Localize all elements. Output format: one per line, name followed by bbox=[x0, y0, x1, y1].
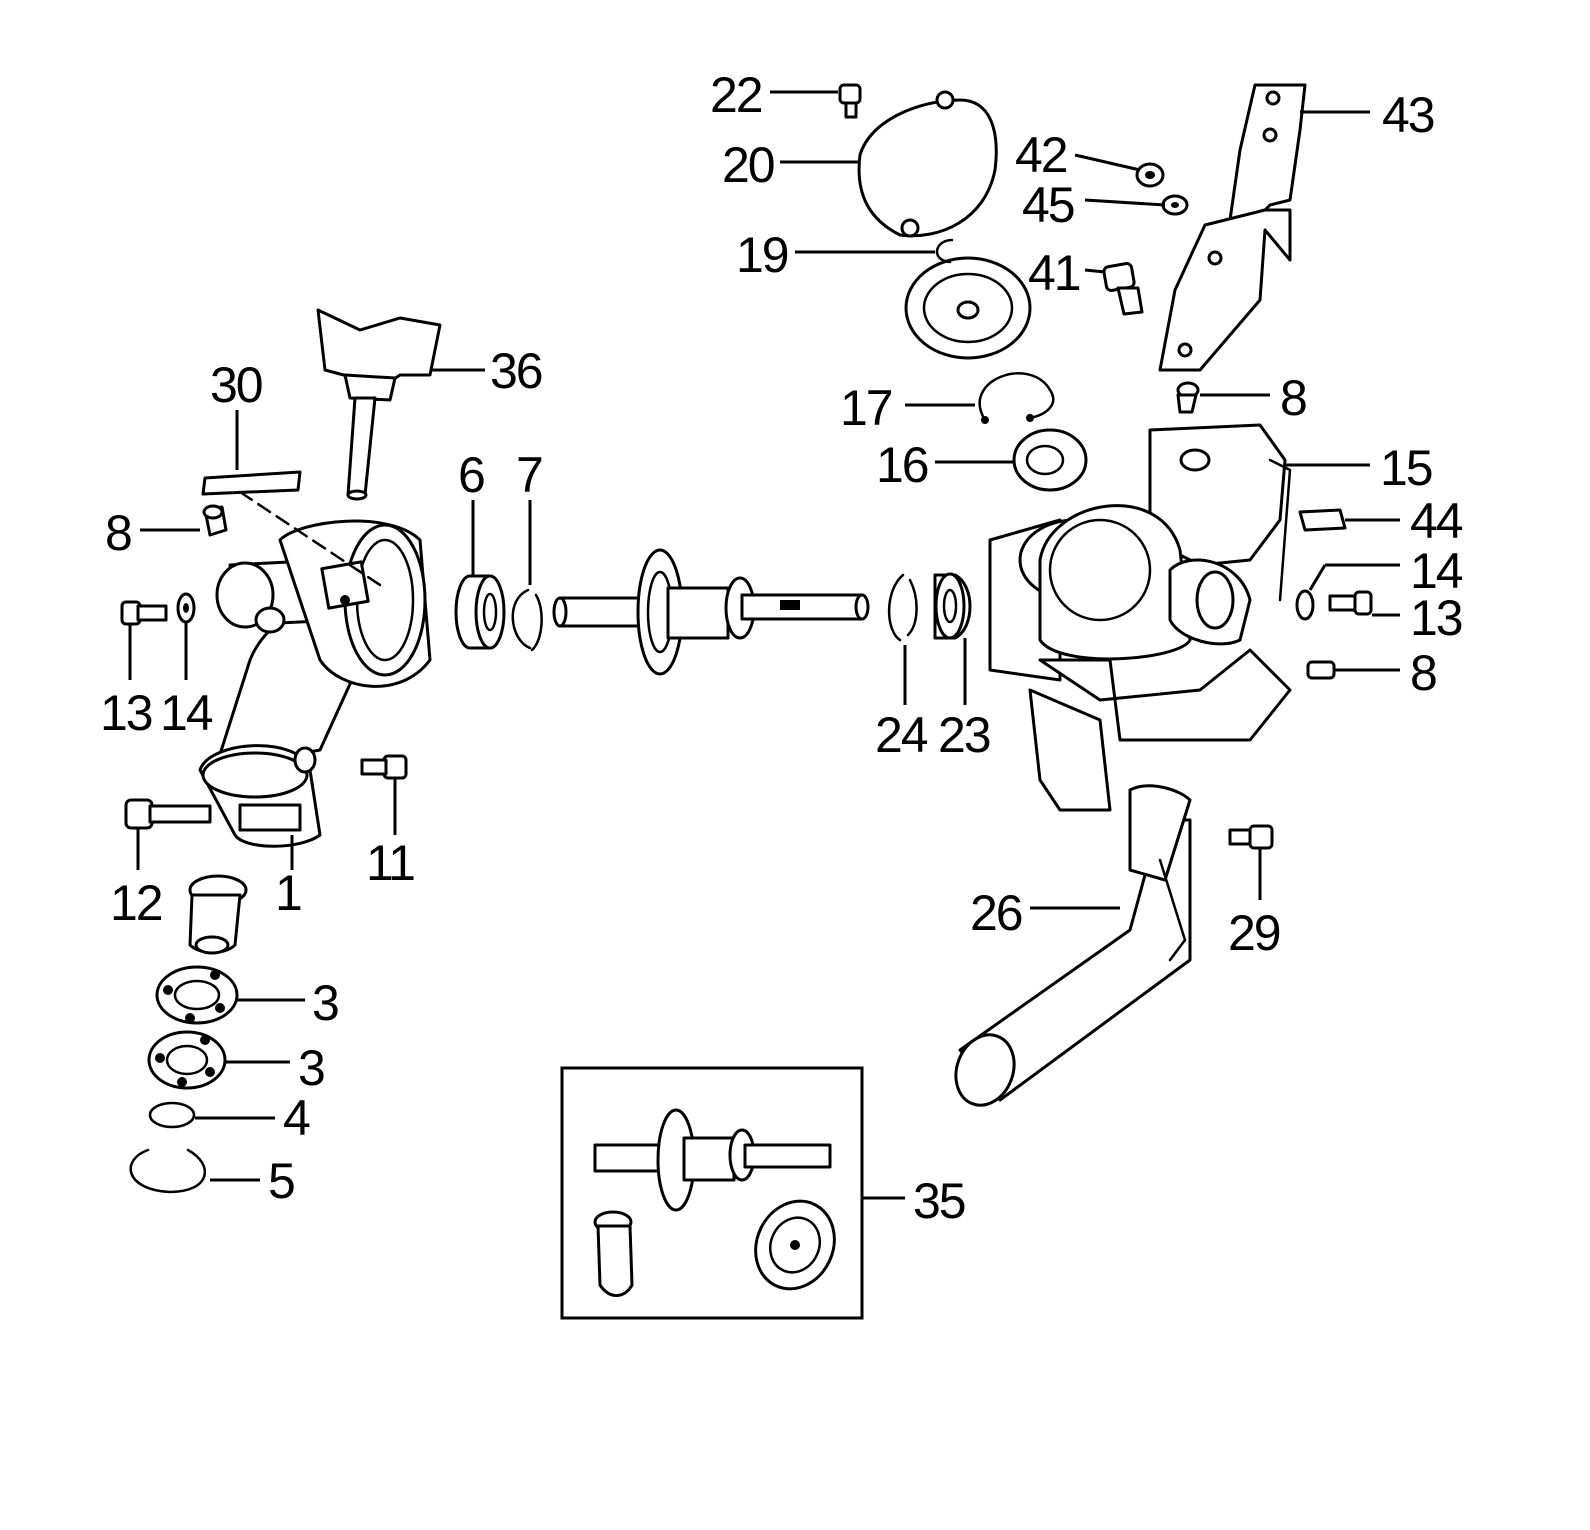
bearing-6 bbox=[454, 574, 506, 650]
callout-14-left: 14 bbox=[160, 685, 213, 741]
callout-3-lower: 3 bbox=[298, 1040, 324, 1096]
screw-29 bbox=[1228, 824, 1274, 850]
circlip-7 bbox=[511, 588, 543, 652]
shaft-main bbox=[552, 548, 870, 676]
callout-35: 35 bbox=[913, 1173, 965, 1229]
callout-12: 12 bbox=[110, 875, 162, 931]
spindle-lower bbox=[188, 874, 248, 955]
bearing-23 bbox=[933, 572, 972, 640]
screw-11 bbox=[360, 754, 408, 780]
handle-26 bbox=[954, 784, 1192, 1107]
callout-20: 20 bbox=[722, 137, 774, 193]
callout-36: 36 bbox=[490, 343, 542, 399]
callout-8-left: 8 bbox=[105, 505, 131, 561]
callout-26: 26 bbox=[970, 885, 1022, 941]
callout-30: 30 bbox=[210, 357, 262, 413]
callout-7: 7 bbox=[516, 447, 542, 503]
callout-13-left: 13 bbox=[100, 685, 152, 741]
bearing-3-upper bbox=[155, 965, 239, 1025]
callout-8-top: 8 bbox=[1280, 370, 1306, 426]
label-plate-30 bbox=[201, 470, 382, 587]
grease-nipple-8-left bbox=[202, 504, 228, 537]
key-44 bbox=[1298, 508, 1347, 532]
circlip-5 bbox=[129, 1148, 207, 1194]
callout-29: 29 bbox=[1228, 905, 1280, 961]
circlip-24 bbox=[887, 573, 918, 642]
kit-box-35 bbox=[560, 1066, 864, 1320]
callout-44: 44 bbox=[1410, 493, 1463, 549]
callout-41: 41 bbox=[1028, 245, 1080, 301]
callout-23: 23 bbox=[938, 707, 990, 763]
callout-15: 15 bbox=[1380, 440, 1432, 496]
screw-22 bbox=[838, 83, 862, 119]
retaining-ring-4 bbox=[148, 1101, 196, 1129]
e-clip-19 bbox=[935, 238, 954, 264]
cover-20 bbox=[857, 90, 998, 238]
leader-lines bbox=[128, 90, 1400, 1200]
bolt-13-right bbox=[1328, 590, 1373, 616]
callout-17: 17 bbox=[840, 380, 892, 436]
bolt-41 bbox=[1102, 262, 1144, 316]
callout-43: 43 bbox=[1382, 87, 1434, 143]
nut-42 bbox=[1135, 162, 1165, 188]
callout-14-right: 14 bbox=[1410, 543, 1463, 599]
gear-housing-1 bbox=[198, 519, 432, 848]
callout-1: 1 bbox=[275, 865, 301, 921]
circlip-17 bbox=[978, 372, 1055, 424]
washer-14-left bbox=[176, 592, 196, 624]
callout-4: 4 bbox=[283, 1090, 310, 1146]
bolt-12 bbox=[124, 798, 212, 830]
bearing-3-lower bbox=[147, 1030, 227, 1090]
callout-11: 11 bbox=[366, 835, 414, 891]
grease-nipple-8-top bbox=[1176, 381, 1200, 414]
bolt-13-left bbox=[120, 600, 168, 626]
washer-14-right bbox=[1295, 589, 1315, 621]
callout-labels: 22 20 19 42 45 41 43 17 16 8 15 44 14 13… bbox=[100, 67, 1465, 1229]
grease-nipple-8-right bbox=[1306, 660, 1336, 680]
bearing-16 bbox=[1012, 428, 1088, 492]
gasket-disc bbox=[904, 256, 1032, 360]
callout-45: 45 bbox=[1022, 177, 1074, 233]
knob-36 bbox=[316, 308, 442, 501]
callout-16: 16 bbox=[876, 437, 928, 493]
bracket-43 bbox=[1158, 83, 1307, 372]
callout-6: 6 bbox=[458, 447, 484, 503]
callout-3-upper: 3 bbox=[312, 975, 338, 1031]
callout-42: 42 bbox=[1015, 127, 1067, 183]
housing-15 bbox=[988, 423, 1292, 812]
callout-19: 19 bbox=[736, 227, 788, 283]
callout-8-right: 8 bbox=[1410, 645, 1436, 701]
callout-5: 5 bbox=[268, 1153, 294, 1209]
callout-22: 22 bbox=[710, 67, 762, 123]
callout-24: 24 bbox=[875, 707, 928, 763]
callout-13-right: 13 bbox=[1410, 590, 1462, 646]
washer-45 bbox=[1161, 194, 1189, 216]
